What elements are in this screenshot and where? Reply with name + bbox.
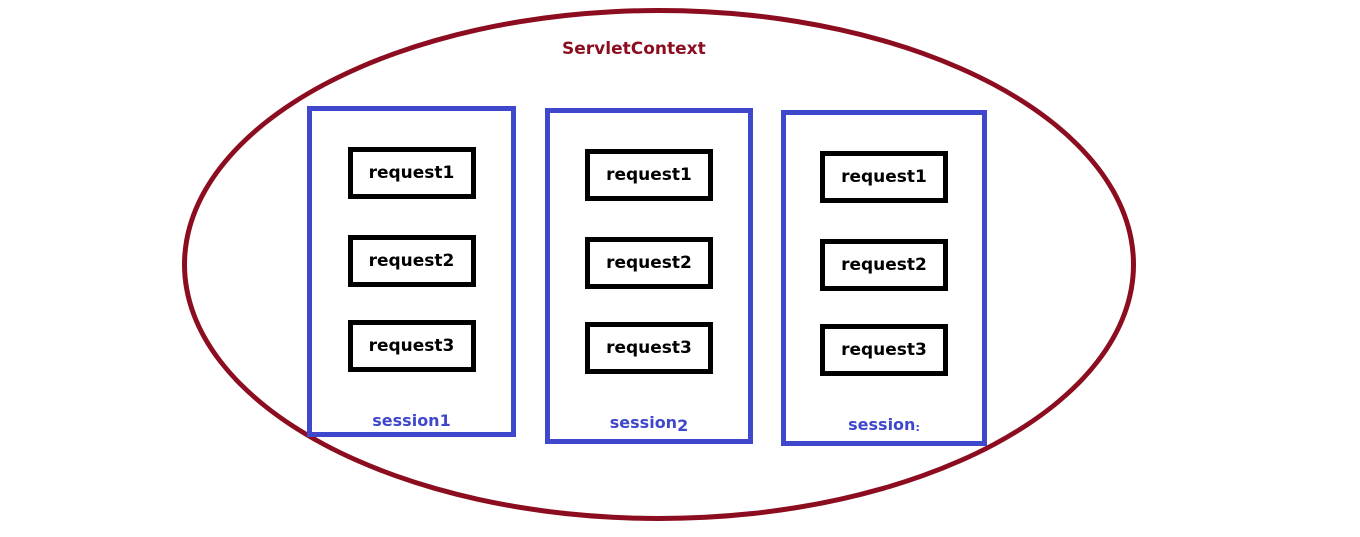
servlet-context-ellipse	[182, 8, 1136, 521]
request-box: request3	[585, 322, 713, 374]
session-label-3: session:	[848, 415, 920, 434]
servlet-context-title: ServletContext	[562, 39, 706, 59]
request-box: request2	[347, 235, 476, 287]
request-box: request2	[820, 239, 948, 291]
session-box-2: request1 request2 request3 session2	[545, 108, 753, 444]
session-box-1: request1 request2 request3 session1	[307, 106, 516, 437]
session-label-2: session2	[609, 413, 689, 435]
session-box-3: request1 request2 request3 session:	[781, 110, 987, 446]
request-box: request1	[347, 147, 476, 199]
request-box: request2	[585, 237, 713, 289]
session-label-1: session1	[372, 411, 450, 430]
request-box: request3	[820, 324, 948, 376]
session-label-suffix: 1	[439, 411, 451, 430]
session-label-suffix: 2	[677, 416, 689, 435]
session-label-suffix: :	[915, 421, 920, 434]
request-box: request3	[347, 320, 476, 372]
session-label-text: session	[372, 411, 440, 430]
session-label-text: session	[609, 413, 678, 432]
session-label-text: session	[848, 415, 916, 434]
request-box: request1	[585, 149, 713, 201]
request-box: request1	[820, 151, 948, 203]
